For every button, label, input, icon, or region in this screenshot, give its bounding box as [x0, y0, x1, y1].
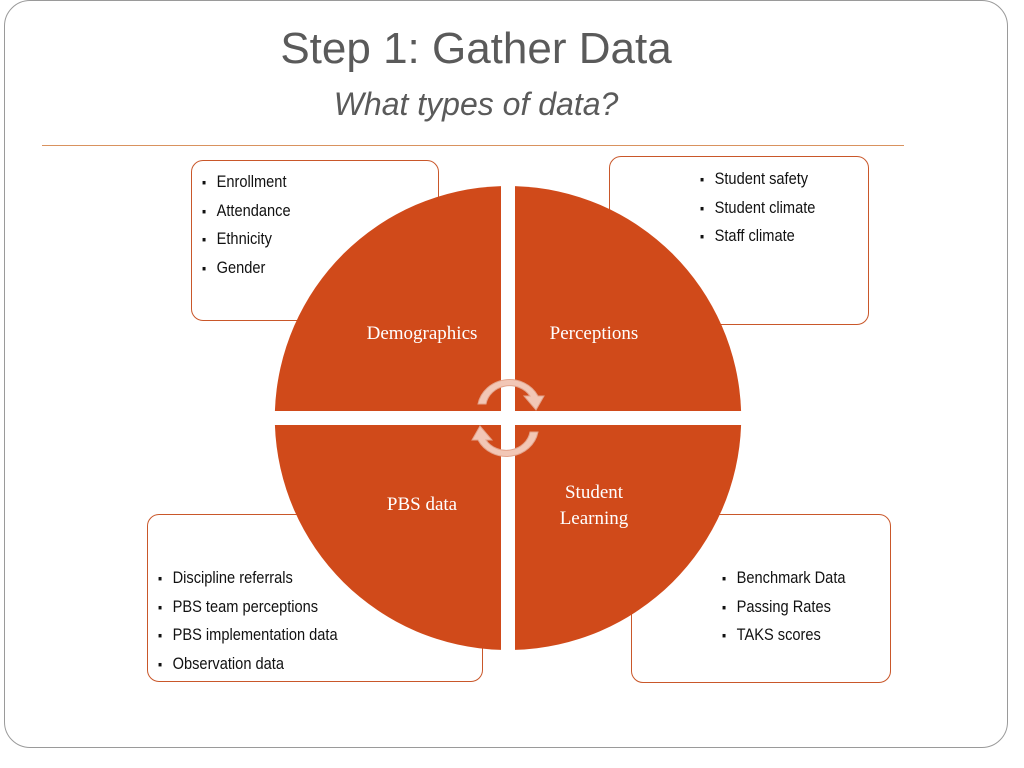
- learning-label-line2: Learning: [560, 508, 629, 529]
- slide-subtitle: What types of data?: [333, 86, 619, 122]
- demographics-label: Demographics: [367, 323, 478, 344]
- learning-quadrant[interactable]: [515, 425, 742, 650]
- list-item: Passing Rates: [722, 593, 846, 622]
- slide-title: Step 1: Gather Data: [280, 24, 672, 73]
- title-divider: [42, 145, 904, 146]
- list-item: Observation data: [158, 650, 338, 679]
- pbs-label: PBS data: [387, 494, 458, 515]
- list-item: Discipline referrals: [158, 564, 338, 593]
- demographics-list: Enrollment Attendance Ethnicity Gender: [202, 168, 291, 282]
- list-item: Staff climate: [700, 222, 815, 251]
- list-item: Enrollment: [202, 168, 291, 197]
- pbs-quadrant[interactable]: [274, 425, 501, 650]
- pbs-list: Discipline referrals PBS team perception…: [158, 564, 338, 678]
- learning-list: Benchmark Data Passing Rates TAKS scores: [722, 564, 846, 650]
- demographics-quadrant[interactable]: [274, 186, 501, 411]
- list-item: Student climate: [700, 194, 816, 223]
- cycle-arrows-icon: [471, 379, 545, 457]
- list-item: Ethnicity: [202, 225, 291, 254]
- perceptions-list: Student safety Student climate Staff cli…: [700, 165, 816, 251]
- learning-label-line1: Student: [565, 482, 624, 503]
- list-item: Student safety: [700, 165, 815, 194]
- perceptions-quadrant[interactable]: [515, 186, 742, 411]
- list-item: PBS implementation data: [158, 621, 338, 650]
- perceptions-label: Perceptions: [550, 323, 639, 344]
- list-item: Attendance: [202, 197, 291, 226]
- list-item: TAKS scores: [722, 621, 846, 650]
- list-item: Benchmark Data: [722, 564, 846, 593]
- list-item: Gender: [202, 254, 291, 283]
- list-item: PBS team perceptions: [158, 593, 338, 622]
